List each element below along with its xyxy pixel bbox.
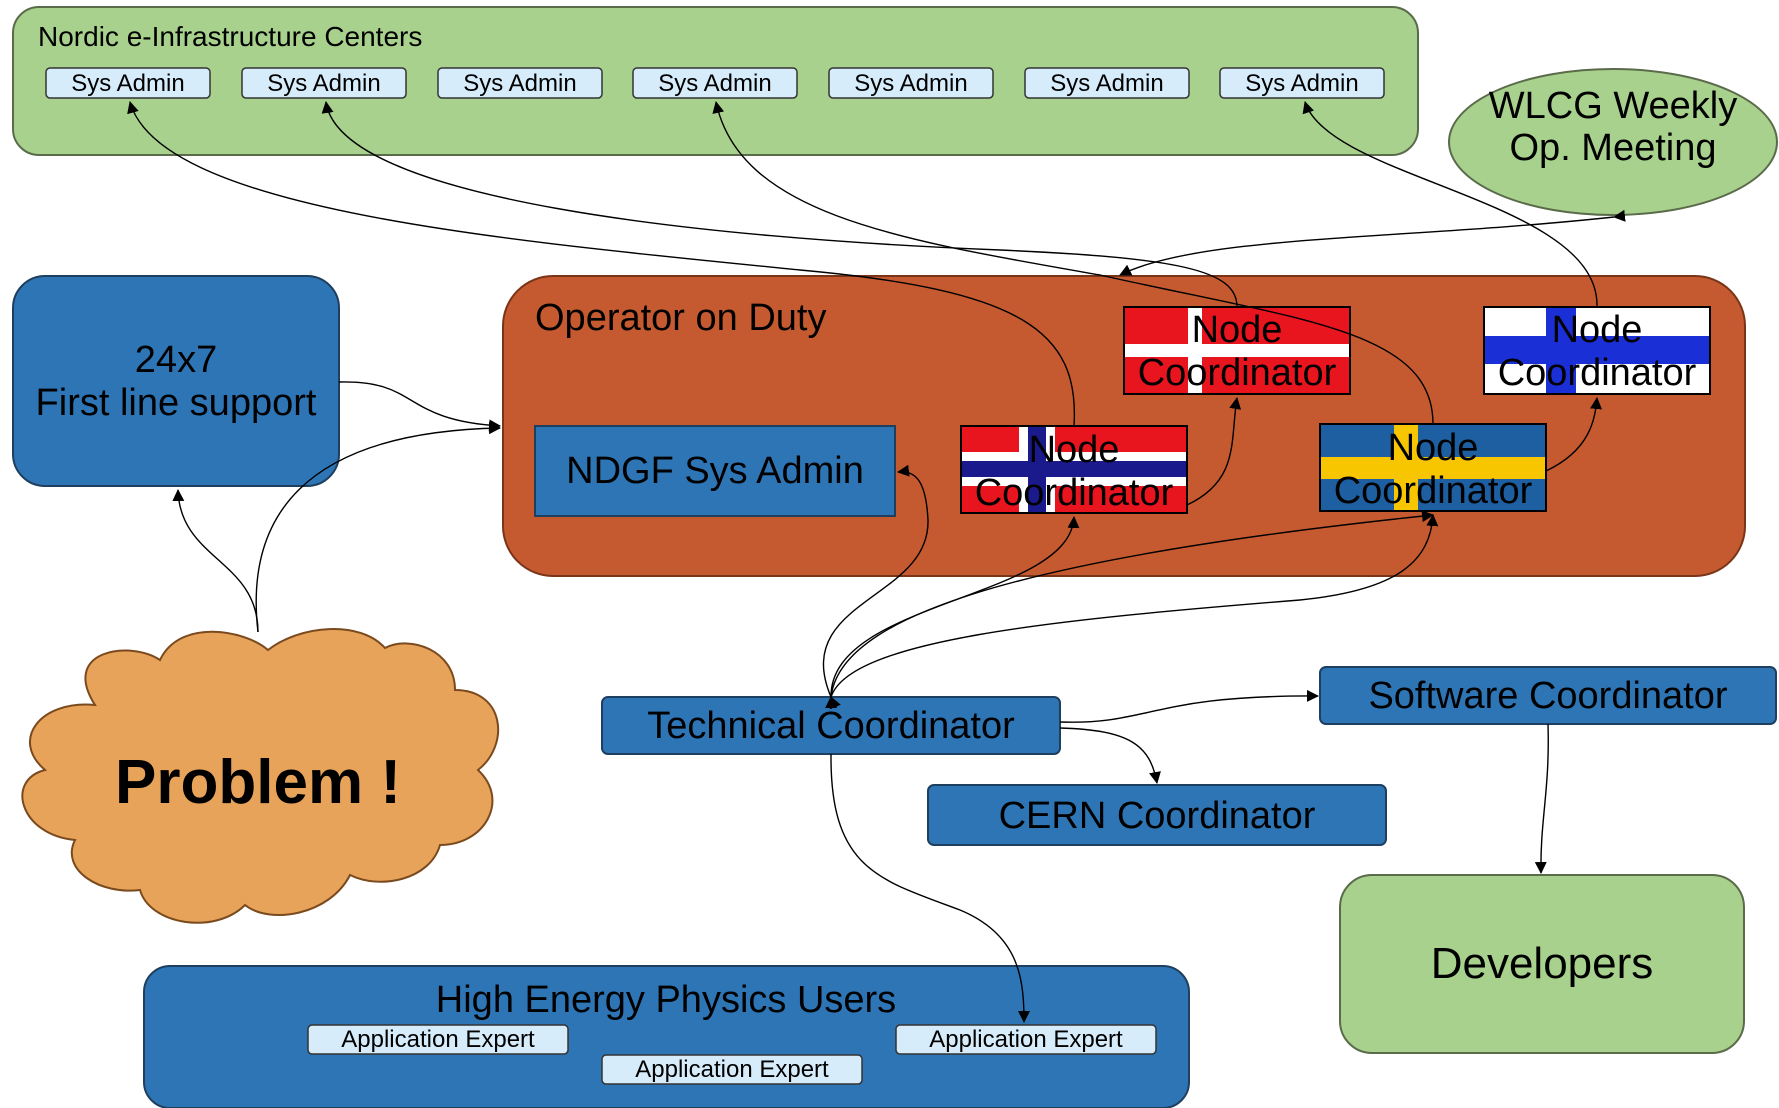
arrow-problem-to-first-line xyxy=(172,489,259,633)
software-coordinator-box[interactable]: Software Coordinator xyxy=(1319,666,1777,725)
application-expert-1[interactable]: Application Expert xyxy=(307,1024,569,1055)
ndgf-sys-admin[interactable]: NDGF Sys Admin xyxy=(534,425,896,517)
sys-admin-1-label: Sys Admin xyxy=(71,70,184,97)
arrow-wlcg-operator xyxy=(1119,209,1626,276)
node-coordinator-sweden[interactable]: Node Coordinator xyxy=(1319,423,1547,512)
sys-admin-2[interactable]: Sys Admin xyxy=(241,67,407,99)
ndgf-sys-admin-label: NDGF Sys Admin xyxy=(566,450,864,492)
technical-coordinator-label: Technical Coordinator xyxy=(647,705,1015,747)
sys-admin-4[interactable]: Sys Admin xyxy=(632,67,798,99)
node-coordinator-finland[interactable]: Node Coordinator xyxy=(1483,306,1711,395)
connectors xyxy=(127,101,1626,1023)
wlcg-line1: WLCG Weekly xyxy=(1489,85,1737,127)
problem-label: Problem ! xyxy=(115,748,401,817)
sys-admin-2-label: Sys Admin xyxy=(267,70,380,97)
sys-admin-4-label: Sys Admin xyxy=(658,70,771,97)
finland-flag-icon xyxy=(1484,307,1710,394)
arrow-first-line-to-operator xyxy=(338,381,501,432)
sys-admin-6-label: Sys Admin xyxy=(1050,70,1163,97)
wlcg-line2: Op. Meeting xyxy=(1510,127,1717,169)
node-no-line2: Coordinator xyxy=(975,472,1174,514)
problem-cloud[interactable]: Problem ! xyxy=(21,628,500,924)
cern-coordinator-label: CERN Coordinator xyxy=(999,795,1316,837)
arrow-problem-to-operator xyxy=(255,422,501,633)
operator-on-duty-box: Operator on Duty NDGF Sys Admin Node Coo… xyxy=(502,275,1746,577)
arrow-norway-to-sysadmin-1 xyxy=(127,101,1076,427)
nordic-centers-title: Nordic e-Infrastructure Centers xyxy=(38,21,422,52)
arrow-technical-to-app-expert xyxy=(830,753,1030,1023)
node-coordinator-norway[interactable]: Node Coordinator xyxy=(960,425,1188,514)
arrow-technical-to-sweden-a xyxy=(830,510,1434,698)
developers-box[interactable]: Developers xyxy=(1339,874,1745,1054)
wlcg-meeting-ellipse[interactable]: WLCG Weekly Op. Meeting xyxy=(1448,68,1778,216)
arrow-technical-to-software xyxy=(1059,689,1319,723)
application-expert-2[interactable]: Application Expert xyxy=(601,1054,863,1085)
arrow-technical-to-cern xyxy=(1059,727,1161,784)
node-fi-line1: Node xyxy=(1552,309,1643,351)
first-line-line1: 24x7 xyxy=(135,339,217,381)
node-se-line1: Node xyxy=(1388,427,1479,469)
cern-coordinator-box[interactable]: CERN Coordinator xyxy=(927,784,1387,846)
arrow-sweden-to-sysadmin-4 xyxy=(712,101,1434,425)
node-se-line2: Coordinator xyxy=(1334,470,1533,512)
first-line-support-box[interactable]: 24x7 First line support xyxy=(12,275,340,487)
node-fi-line2: Coordinator xyxy=(1498,352,1697,394)
node-no-line1: Node xyxy=(1029,429,1120,471)
nordic-centers-box: Nordic e-Infrastructure Centers Sys Admi… xyxy=(12,6,1419,156)
sys-admin-7[interactable]: Sys Admin xyxy=(1219,67,1385,99)
application-expert-1-label: Application Expert xyxy=(341,1026,535,1053)
first-line-line2: First line support xyxy=(36,382,317,424)
sweden-flag-icon xyxy=(1320,424,1546,511)
sys-admin-7-label: Sys Admin xyxy=(1245,70,1358,97)
node-dk-line1: Node xyxy=(1192,309,1283,351)
node-dk-line2: Coordinator xyxy=(1138,352,1337,394)
hep-users-title: High Energy Physics Users xyxy=(436,979,896,1021)
developers-label: Developers xyxy=(1431,939,1654,988)
technical-coordinator-box[interactable]: Technical Coordinator xyxy=(601,696,1061,755)
arrow-technical-to-sweden-b xyxy=(830,514,1439,698)
sys-admin-3[interactable]: Sys Admin xyxy=(437,67,603,99)
application-expert-3[interactable]: Application Expert xyxy=(895,1024,1157,1055)
hep-users-box: High Energy Physics Users Application Ex… xyxy=(143,965,1190,1108)
application-expert-2-label: Application Expert xyxy=(635,1056,829,1083)
software-coordinator-label: Software Coordinator xyxy=(1368,675,1727,717)
sys-admin-5[interactable]: Sys Admin xyxy=(828,67,994,99)
sys-admin-3-label: Sys Admin xyxy=(463,70,576,97)
operator-title: Operator on Duty xyxy=(535,297,826,339)
arrow-software-to-developers xyxy=(1534,723,1549,874)
sys-admin-6[interactable]: Sys Admin xyxy=(1024,67,1190,99)
sys-admin-1[interactable]: Sys Admin xyxy=(45,67,211,99)
sys-admin-5-label: Sys Admin xyxy=(854,70,967,97)
norway-flag-icon xyxy=(961,426,1187,513)
application-expert-3-label: Application Expert xyxy=(929,1026,1123,1053)
arrow-sweden-to-finland xyxy=(1545,397,1602,472)
node-coordinator-denmark[interactable]: Node Coordinator xyxy=(1123,306,1351,395)
arrow-norway-to-denmark xyxy=(1186,397,1242,506)
